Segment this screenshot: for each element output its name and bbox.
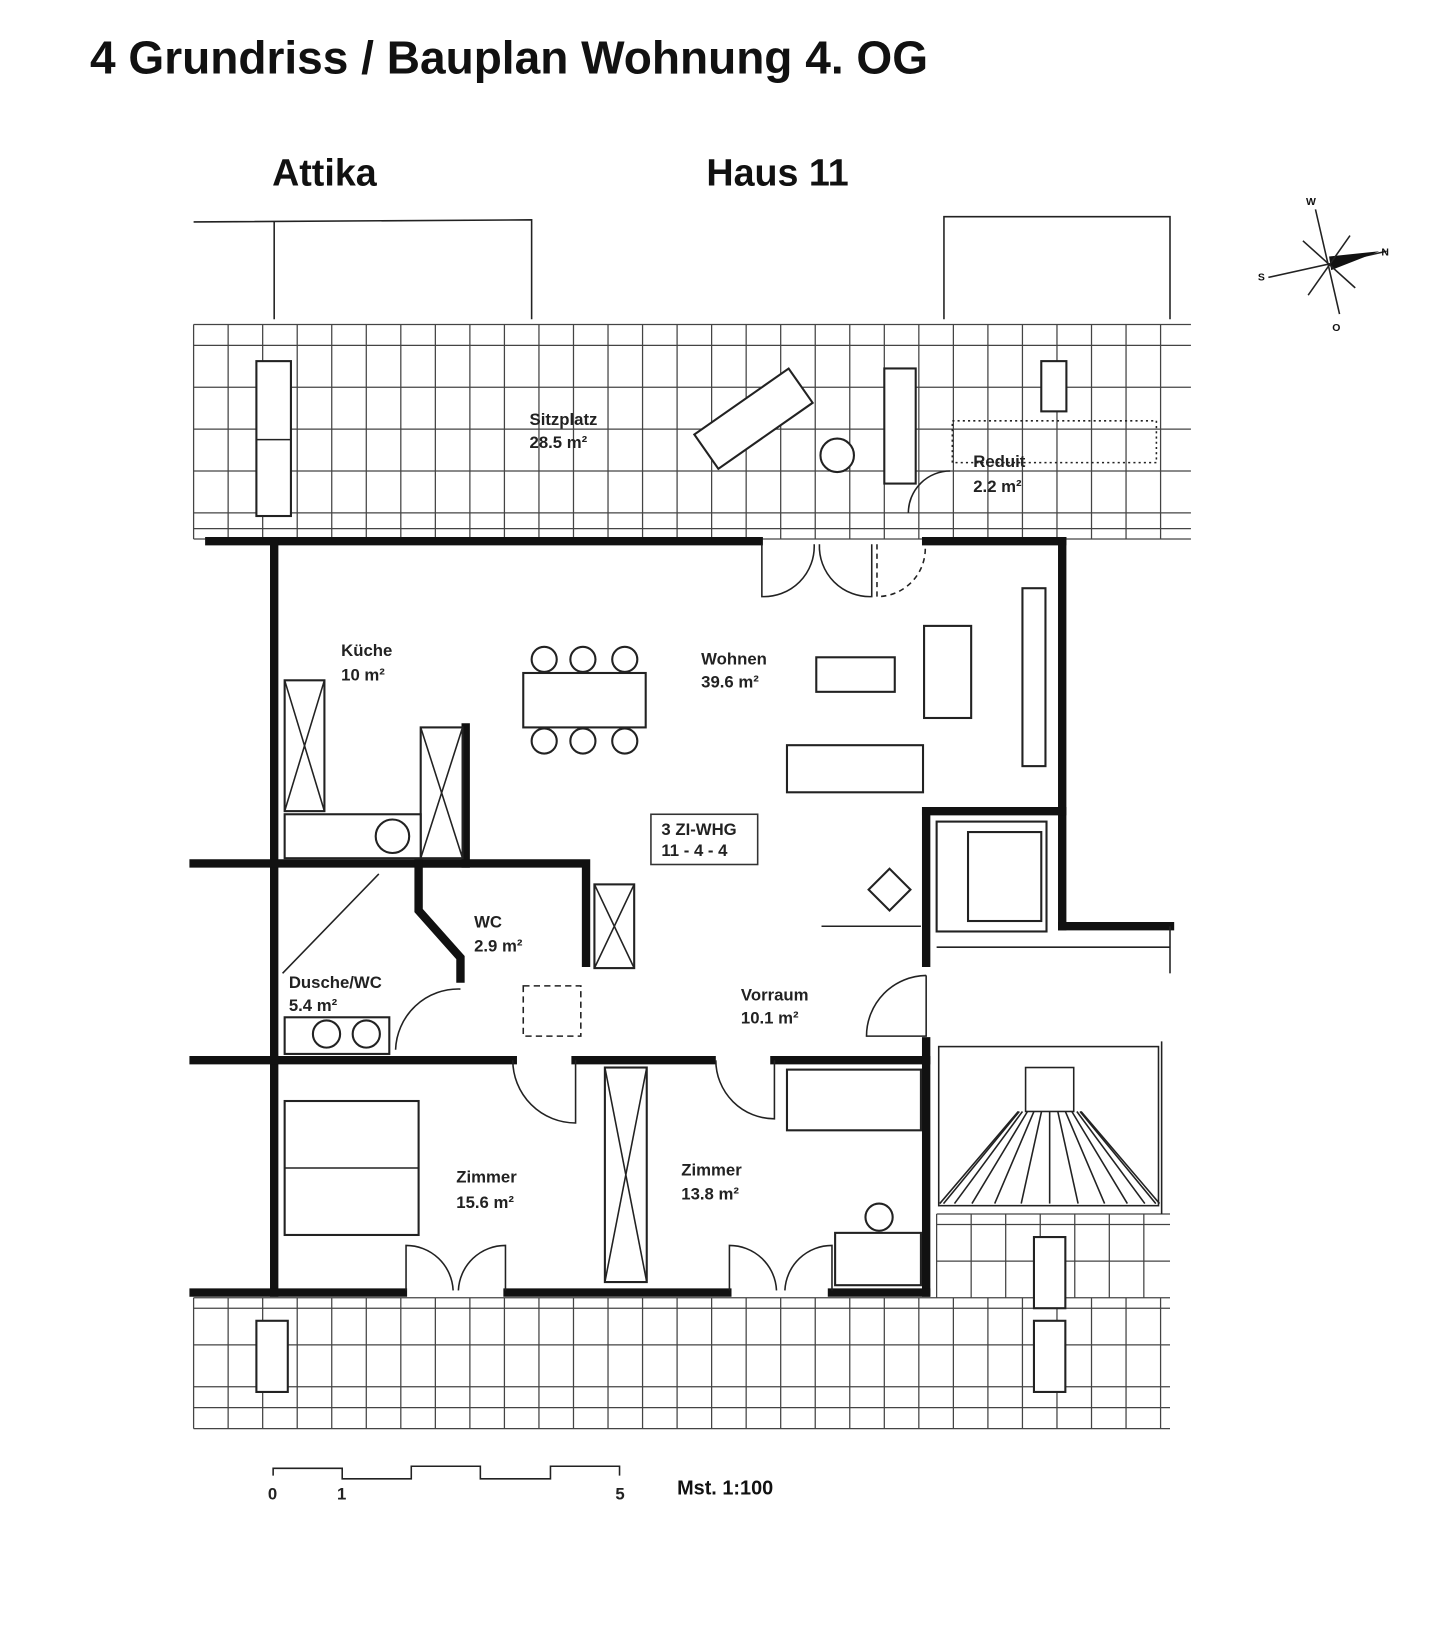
page-title: 4 Grundriss / Bauplan Wohnung 4. OG xyxy=(90,31,928,83)
svg-text:3 ZI-WHG: 3 ZI-WHG xyxy=(661,820,736,839)
room-label-sitzplatz: Sitzplatz xyxy=(530,410,598,429)
room-label-wohnen: Wohnen xyxy=(701,650,767,669)
svg-text:15.6 m²: 15.6 m² xyxy=(456,1193,514,1212)
svg-text:1: 1 xyxy=(337,1485,346,1504)
svg-text:N: N xyxy=(1381,247,1389,258)
svg-text:10.1 m²: 10.1 m² xyxy=(741,1009,799,1028)
walls xyxy=(189,536,1175,1297)
svg-text:2.2 m²: 2.2 m² xyxy=(973,477,1022,496)
svg-text:O: O xyxy=(1332,323,1340,334)
chair xyxy=(569,727,597,755)
room-label-reduit: Reduit xyxy=(973,452,1025,471)
svg-text:28.5 m²: 28.5 m² xyxy=(530,433,588,452)
svg-text:11 - 4 - 4: 11 - 4 - 4 xyxy=(661,841,728,860)
svg-text:10 m²: 10 m² xyxy=(341,665,385,684)
svg-text:0: 0 xyxy=(268,1485,277,1504)
chair xyxy=(569,645,597,673)
doors xyxy=(394,470,951,1291)
balcony-railings xyxy=(193,215,1171,320)
staircase xyxy=(937,1045,1161,1207)
room-label-vorraum: Vorraum xyxy=(741,986,809,1005)
room-label-dusche: Dusche/WC xyxy=(289,973,382,992)
furniture xyxy=(255,360,1158,1393)
chair xyxy=(530,727,558,755)
svg-text:13.8 m²: 13.8 m² xyxy=(681,1184,739,1203)
room-label-zimmer-2: Zimmer xyxy=(681,1160,742,1179)
chair xyxy=(530,645,558,673)
chair xyxy=(611,727,639,755)
svg-text:W: W xyxy=(1306,197,1316,208)
subtitle-haus: Haus 11 xyxy=(706,151,848,193)
stair-landing xyxy=(936,926,1171,1215)
room-label-kueche: Küche xyxy=(341,641,392,660)
svg-text:39.6 m²: 39.6 m² xyxy=(701,673,759,692)
svg-text:5: 5 xyxy=(615,1485,624,1504)
svg-text:5.4 m²: 5.4 m² xyxy=(289,996,338,1015)
compass-rose-icon: W N S O xyxy=(1258,197,1389,334)
unit-id-box: 3 ZI-WHG 11 - 4 - 4 xyxy=(650,813,759,866)
room-label-zimmer-1: Zimmer xyxy=(456,1168,517,1187)
svg-text:S: S xyxy=(1258,273,1265,284)
subtitle-attika: Attika xyxy=(272,151,378,193)
terrace-tiles xyxy=(192,323,1191,1430)
room-labels: Sitzplatz 28.5 m² Reduit 2.2 m² Küche 10… xyxy=(289,410,1026,1212)
scale-label: Mst. 1:100 xyxy=(677,1477,773,1499)
chair xyxy=(611,645,639,673)
svg-text:2.9 m²: 2.9 m² xyxy=(474,936,523,955)
scale-bar: 0 1 5 Mst. 1:100 xyxy=(268,1465,773,1504)
room-label-wc: WC xyxy=(474,912,502,931)
